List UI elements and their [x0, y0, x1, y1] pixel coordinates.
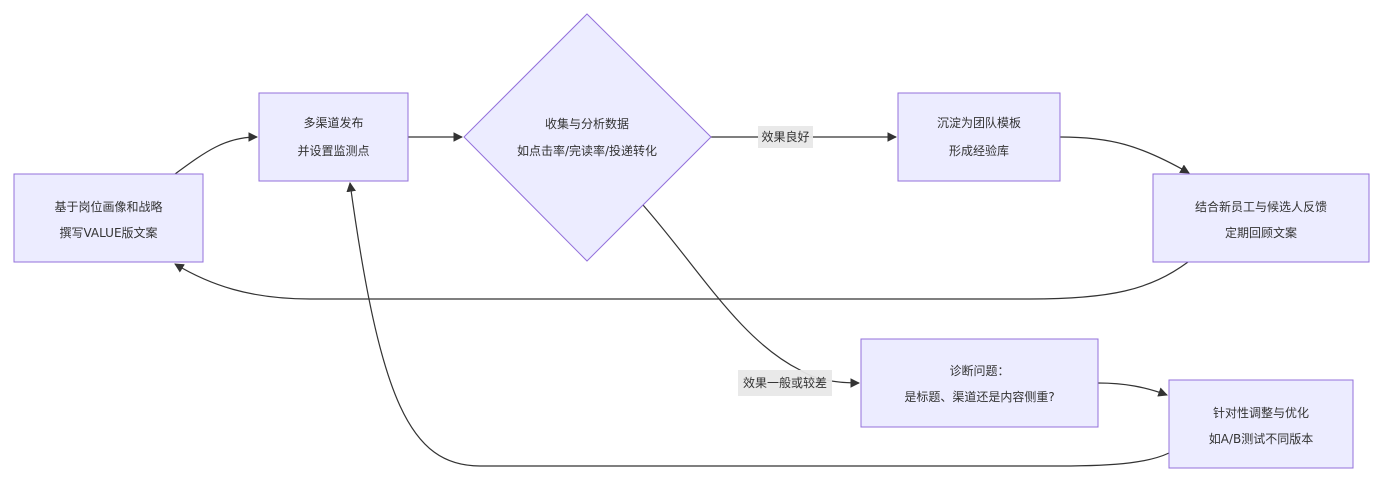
- node-analyze-line2: 如点击率/完读率/投递转化: [517, 143, 657, 158]
- node-write-copy-line2: 撰写VALUE版文案: [59, 225, 157, 240]
- edge-write-to-publish: [174, 132, 258, 175]
- node-template[interactable]: 沉淀为团队模板 形成经验库: [897, 92, 1061, 182]
- edge-template-to-review: [1059, 136, 1190, 174]
- node-optimize[interactable]: 针对性调整与优化 如A/B测试不同版本: [1168, 379, 1354, 469]
- node-review-line1: 结合新员工与候选人反馈: [1195, 199, 1327, 214]
- edge-analyze-to-diagnose: [642, 204, 860, 388]
- node-diagnose-line1: 诊断问题：: [949, 363, 1009, 378]
- node-template-line2: 形成经验库: [949, 143, 1009, 158]
- edge-label-good-text: 效果良好: [761, 129, 809, 144]
- edge-diagnose-to-optimize: [1097, 382, 1168, 397]
- node-analyze-line1: 收集与分析数据: [545, 116, 629, 131]
- node-analyze-decision[interactable]: 收集与分析数据 如点击率/完读率/投递转化: [463, 13, 712, 262]
- edge-label-good: 效果良好: [758, 126, 813, 148]
- node-diagnose[interactable]: 诊断问题： 是标题、渠道还是内容侧重?: [860, 338, 1099, 428]
- node-write-copy-line1: 基于岗位画像和战略: [54, 199, 162, 214]
- edge-label-poor: 效果一般或较差: [738, 370, 832, 396]
- node-template-line1: 沉淀为团队模板: [937, 115, 1021, 130]
- node-review[interactable]: 结合新员工与候选人反馈 定期回顾文案: [1152, 173, 1370, 263]
- node-diagnose-line2: 是标题、渠道还是内容侧重?: [904, 389, 1054, 404]
- node-write-copy[interactable]: 基于岗位画像和战略 撰写VALUE版文案: [13, 173, 204, 263]
- node-optimize-line1: 针对性调整与优化: [1213, 405, 1309, 420]
- edge-optimize-to-publish: [346, 182, 1170, 467]
- node-optimize-line2: 如A/B测试不同版本: [1209, 431, 1314, 446]
- node-publish-line2: 并设置监测点: [297, 144, 369, 158]
- node-publish[interactable]: 多渠道发布 并设置监测点: [258, 92, 409, 182]
- node-review-line2: 定期回顾文案: [1225, 225, 1297, 240]
- edge-label-poor-text: 效果一般或较差: [743, 375, 827, 390]
- edge-review-to-write: [174, 261, 1189, 300]
- node-publish-line1: 多渠道发布: [303, 115, 363, 130]
